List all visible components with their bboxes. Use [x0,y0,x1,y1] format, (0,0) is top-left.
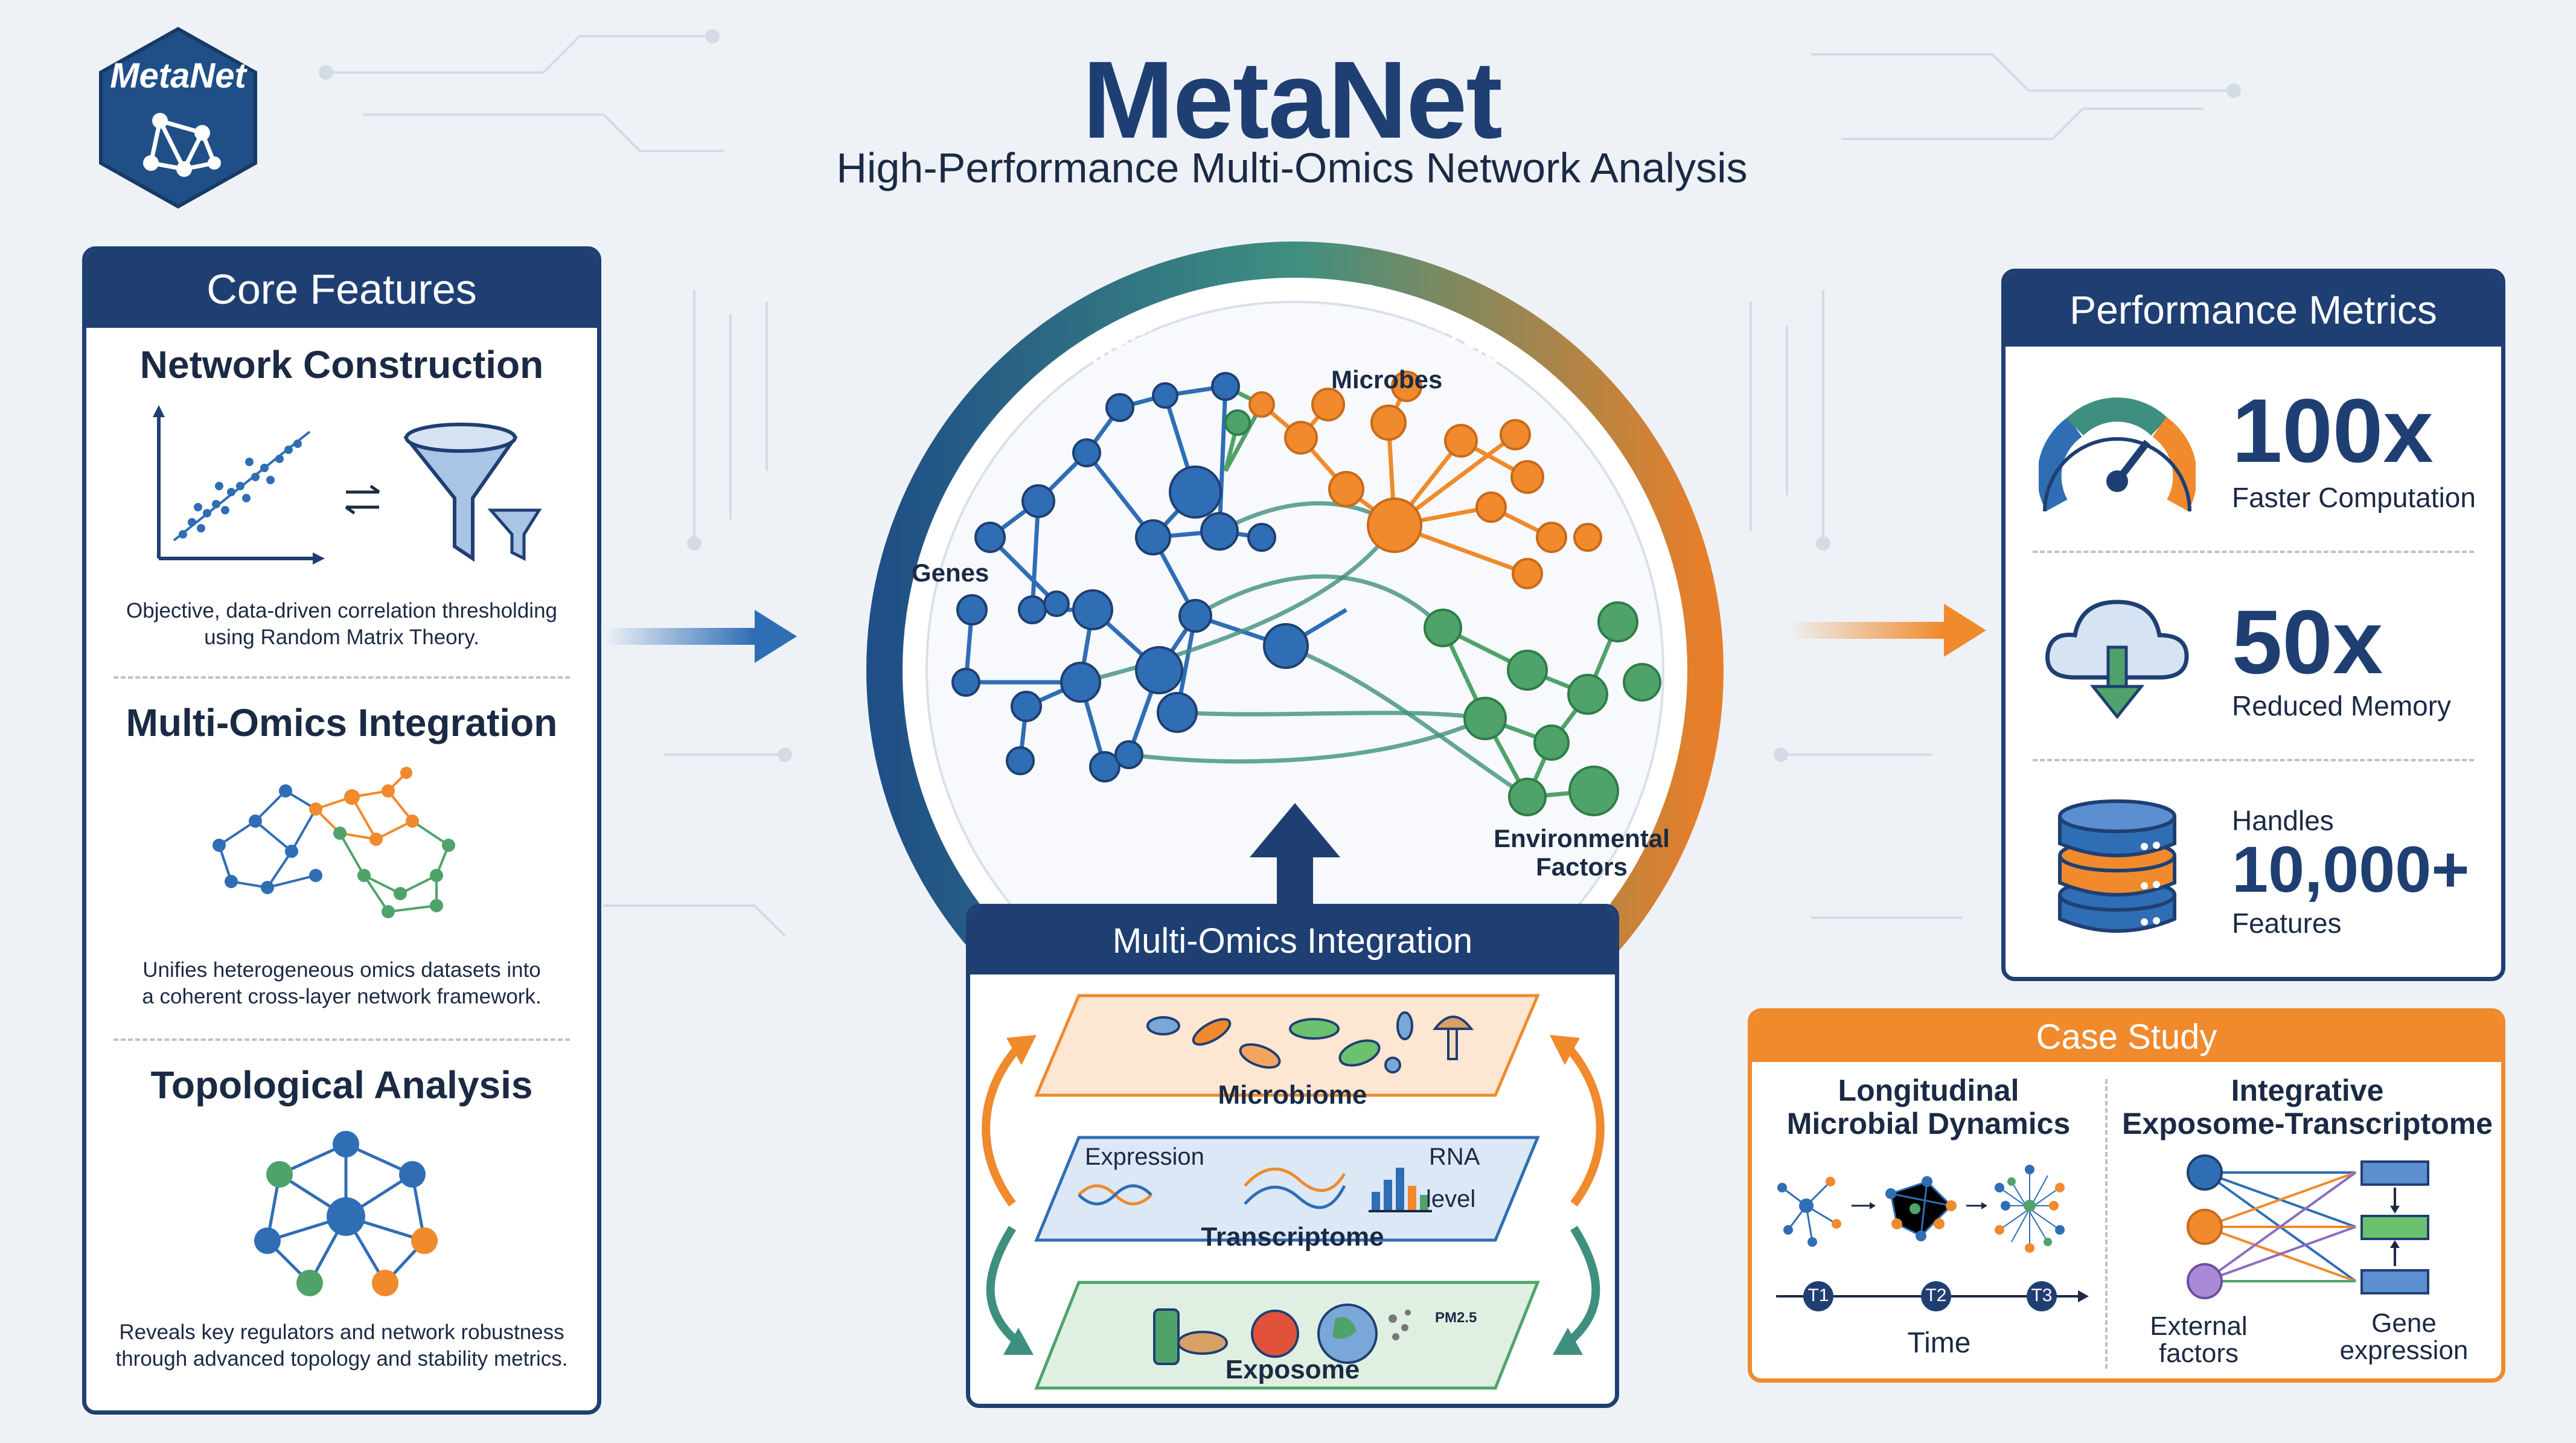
case-divider [2105,1079,2108,1369]
topological-analysis-desc-1: Reveals key regulators and network robus… [119,1320,564,1344]
time-networks-icon [1777,1165,2065,1253]
speedometer-icon [2039,397,2196,512]
environmental-label-1: Environmental [1494,824,1670,853]
timeline-axis [1776,1281,2089,1311]
performance-title: Performance Metrics [2006,273,2501,347]
arrow-right-blue [604,610,797,663]
divider [2033,551,2474,553]
network-construction-title: Network Construction [139,343,544,386]
exposome-label: Exposome [1225,1355,1360,1384]
multi-omics-integration-desc-2: a coherent cross-layer network framework… [142,985,542,1008]
scatter-funnel-icon [153,405,542,565]
divider [113,676,570,679]
gene-expression-1: Gene [2371,1308,2437,1338]
metric-features-label: Features [2232,907,2342,939]
metanet-logo [99,27,257,209]
omics-layers-diagram [982,994,1605,1390]
logo-text: MetaNet [110,56,246,95]
arrow-right-orange [1787,604,1986,657]
case-study-panel: Case Study Longitudinal Microbial Dynami… [1748,1008,2505,1383]
network-construction-desc-1: Objective, data-driven correlation thres… [126,599,557,622]
microbes-label: Microbes [1331,365,1443,394]
network-construction-desc-2: using Random Matrix Theory. [204,626,479,649]
time-label: Time [1907,1327,1971,1359]
longitudinal-title-1: Longitudinal [1838,1073,2019,1107]
metric-memory-value: 50x [2232,591,2383,693]
metric-features-prefix: Handles [2232,805,2334,836]
level-label: level [1426,1186,1476,1212]
metric-speed-value: 100x [2232,380,2434,481]
page-title: MetaNet [1082,38,1503,161]
transcriptome-label: Transcriptome [1201,1222,1384,1252]
mini-network-icon [213,767,455,918]
divider [2033,759,2474,761]
external-factors-2: factors [2158,1339,2239,1368]
rna-label: RNA [1429,1144,1480,1170]
integrative-title-2: Exposome-Transcriptome [2121,1107,2493,1141]
timepoint-t3: T3 [2031,1285,2053,1305]
timepoint-t2: T2 [1925,1285,1947,1305]
metric-features-value: 10,000+ [2232,833,2470,906]
metric-memory-label: Reduced Memory [2232,690,2452,722]
database-icon [2058,799,2176,933]
topological-analysis-title: Topological Analysis [150,1063,533,1107]
integration-title: Multi-Omics Integration [970,908,1615,974]
performance-panel: Performance Metrics 100x Faster Computat… [2001,269,2505,981]
integration-panel: Multi-Omics Integration [966,904,1619,1408]
bipartite-icon [2187,1154,2429,1299]
metric-speed-label: Faster Computation [2232,482,2476,513]
core-features-panel: Core Features Network Construction Objec… [82,246,601,1415]
core-features-title: Core Features [86,251,597,328]
expression-label: Expression [1085,1144,1204,1170]
multi-omics-integration-desc-1: Unifies heterogeneous omics datasets int… [142,958,541,982]
divider [113,1038,570,1041]
integrative-title-1: Integrative [2231,1073,2384,1107]
cloud-download-icon [2045,600,2189,720]
hub-network-icon [254,1131,438,1296]
environmental-label-2: Factors [1536,853,1628,881]
timepoint-t1: T1 [1807,1285,1829,1305]
page-subtitle: High-Performance Multi-Omics Network Ana… [836,144,1748,191]
multi-omics-integration-title: Multi-Omics Integration [126,701,558,744]
topological-analysis-desc-2: through advanced topology and stability … [115,1347,568,1371]
longitudinal-title-2: Microbial Dynamics [1786,1107,2071,1141]
microbiome-label: Microbiome [1218,1080,1367,1110]
case-study-title: Case Study [1752,1013,2501,1062]
pm25-label: PM2.5 [1435,1310,1477,1326]
external-factors-1: External [2150,1311,2248,1341]
central-network-diagram: Multi-Omics Network Analysis [866,242,1724,1099]
genes-label: Genes [912,558,989,587]
gene-expression-2: expression [2339,1336,2469,1365]
